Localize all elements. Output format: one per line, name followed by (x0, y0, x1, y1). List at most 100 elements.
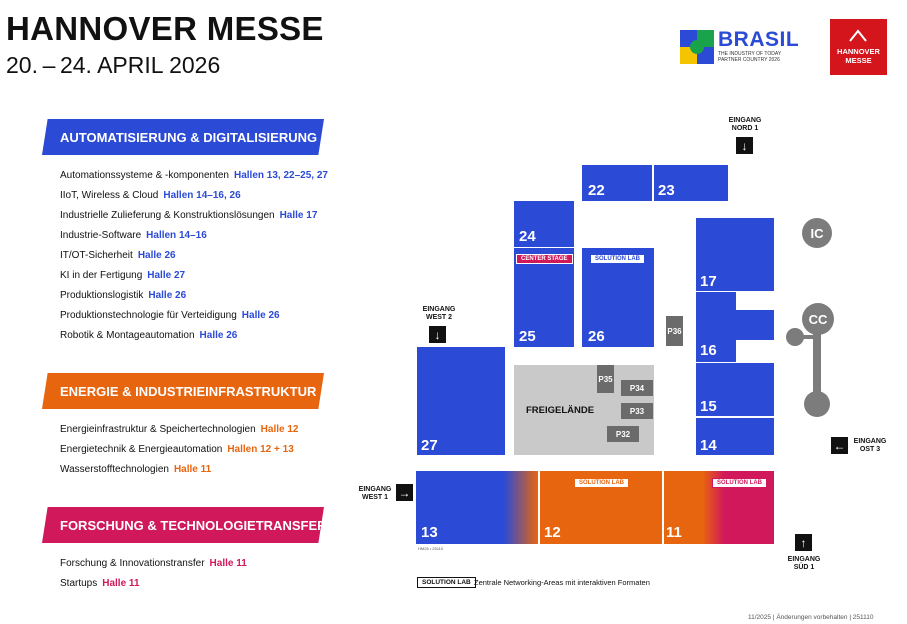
hall-22[interactable] (582, 165, 652, 201)
item-halls: Hallen 13, 22–25, 27 (233, 170, 328, 181)
list-item: IIoT, Wireless & Cloud Hallen 14–16, 26 (60, 190, 241, 201)
item-halls: Halle 17 (279, 210, 318, 221)
pavilion-p35[interactable]: P35 (597, 365, 614, 393)
hall-11-label: 11 (666, 524, 682, 541)
entrance-line: NORD 1 (731, 125, 759, 132)
entrance-line: EINGANG (358, 486, 392, 493)
item-halls: Hallen 14–16 (146, 230, 207, 241)
item-halls: Halle 26 (199, 330, 238, 341)
item-label: Startups (60, 578, 98, 589)
page-title: HANNOVER MESSE (6, 10, 324, 47)
arrow-down-icon[interactable]: ↓ (736, 137, 753, 154)
item-label: Energieinfrastruktur & Speichertechnolog… (60, 424, 256, 435)
logo-line-2: MESSE (845, 56, 872, 65)
hall-16[interactable] (696, 292, 736, 362)
arrow-down-icon[interactable]: ↓ (429, 326, 446, 343)
hall-23[interactable] (654, 165, 728, 201)
hall-27[interactable] (417, 347, 505, 455)
pavilion-p36[interactable]: P36 (666, 316, 683, 346)
list-item: Startups Halle 11 (60, 578, 140, 589)
hall-15[interactable] (696, 363, 774, 416)
footer-note: 11/2025 | Änderungen vorbehalten | 25111… (748, 614, 874, 621)
arrow-left-icon[interactable]: ← (831, 437, 848, 454)
solution-lab-tag-12: SOLUTION LAB (574, 478, 629, 488)
entrance-west2-label: EINGANG WEST 2 (416, 306, 462, 322)
list-item: Industrie-Software Hallen 14–16 (60, 230, 207, 241)
hall-24[interactable] (514, 201, 574, 247)
section-research-title: FORSCHUNG & TECHNOLOGIETRANSFER (42, 507, 324, 543)
entrance-nord1-label: EINGANG NORD 1 (722, 117, 768, 133)
item-label: Energietechnik & Energieautomation (60, 444, 223, 455)
hall-14-label: 14 (700, 437, 717, 454)
item-label: Automationssysteme & -komponenten (60, 170, 229, 181)
hall-22-label: 22 (588, 182, 605, 199)
item-label: IT/OT-Sicherheit (60, 250, 133, 261)
pavilion-p34[interactable]: P34 (621, 380, 653, 396)
center-stage-tag: CENTER STAGE (516, 254, 573, 264)
item-label: Forschung & Innovationstransfer (60, 558, 205, 569)
partner-name: BRASIL (718, 28, 800, 51)
list-item: Industrielle Zulieferung & Konstruktions… (60, 210, 317, 221)
item-halls: Halle 12 (260, 424, 299, 435)
entrance-line: WEST 1 (361, 494, 389, 501)
partner-tagline: THE INDUSTRY OF TODAY (718, 51, 782, 57)
pavilion-p32[interactable]: P32 (607, 426, 639, 442)
entrance-west1-label: EINGANG WEST 1 (352, 486, 398, 502)
logo-line-1: HANNOVER (837, 47, 880, 56)
entrance-line: WEST 2 (425, 314, 453, 321)
legend-solution-lab-tag: SOLUTION LAB (417, 577, 476, 588)
item-halls: Halle 11 (209, 558, 247, 569)
hall-25[interactable] (514, 248, 574, 347)
hall-24-label: 24 (519, 228, 536, 245)
event-date: 20. – 24. APRIL 2026 (6, 52, 221, 78)
map-code: HM26 • 25110 (418, 546, 444, 551)
section-energy-title: ENERGIE & INDUSTRIEINFRASTRUKTUR (42, 373, 324, 409)
hall-12-label: 12 (544, 524, 561, 541)
arrow-up-icon[interactable]: ↑ (795, 534, 812, 551)
entrance-line: EINGANG (787, 556, 821, 563)
arrow-right-icon[interactable]: → (396, 484, 413, 501)
hall-13-label: 13 (421, 524, 438, 541)
hall-26[interactable] (582, 248, 654, 347)
hall-15-label: 15 (700, 398, 717, 415)
item-label: IIoT, Wireless & Cloud (60, 190, 159, 201)
hall-25-label: 25 (519, 328, 536, 345)
hall-13[interactable] (416, 471, 538, 544)
entrance-line: EINGANG (853, 438, 887, 445)
item-halls: Hallen 14–16, 26 (163, 190, 241, 201)
partner-country-logo: BRASIL THE INDUSTRY OF TODAY PARTNER COU… (680, 28, 806, 64)
entrance-line: SÜD 1 (793, 564, 815, 571)
ic-building[interactable]: IC (802, 218, 832, 248)
solution-lab-tag-11: SOLUTION LAB (712, 478, 767, 488)
list-item: Forschung & Innovationstransfer Halle 11 (60, 558, 247, 569)
item-halls: Halle 11 (173, 464, 212, 475)
pavilion-p33[interactable]: P33 (621, 403, 653, 419)
section-automation-title: AUTOMATISIERUNG & DIGITALISIERUNG (42, 119, 324, 155)
partner-subtitle: PARTNER COUNTRY 2026 (718, 57, 780, 63)
list-item: Produktionslogistik Halle 26 (60, 290, 186, 301)
list-item: Energieinfrastruktur & Speichertechnolog… (60, 424, 298, 435)
item-label: Industrielle Zulieferung & Konstruktions… (60, 210, 275, 221)
item-label: Produktionslogistik (60, 290, 144, 301)
hannover-messe-logo: HANNOVER MESSE (830, 19, 887, 75)
hall-27-label: 27 (421, 437, 438, 454)
hall-14[interactable] (696, 418, 774, 455)
entrance-ost3-label: EINGANG OST 3 (848, 438, 892, 454)
item-label: Produktionstechnologie für Verteidigung (60, 310, 237, 321)
entrance-line: EINGANG (422, 306, 456, 313)
item-halls: Halle 26 (241, 310, 280, 321)
cc-building[interactable]: CC (802, 303, 834, 335)
hall-23-label: 23 (658, 182, 675, 199)
brasil-flag-icon (680, 30, 714, 64)
item-halls: Halle 26 (148, 290, 187, 301)
item-label: Industrie-Software (60, 230, 142, 241)
freigelaende-label: FREIGELÄNDE (526, 405, 595, 416)
hall-17[interactable] (696, 218, 774, 291)
entrance-line: OST 3 (859, 446, 881, 453)
messe-logo-icon (849, 29, 867, 42)
item-halls: Halle 11 (102, 578, 140, 589)
entrance-sued1-label: EINGANG SÜD 1 (781, 556, 827, 572)
